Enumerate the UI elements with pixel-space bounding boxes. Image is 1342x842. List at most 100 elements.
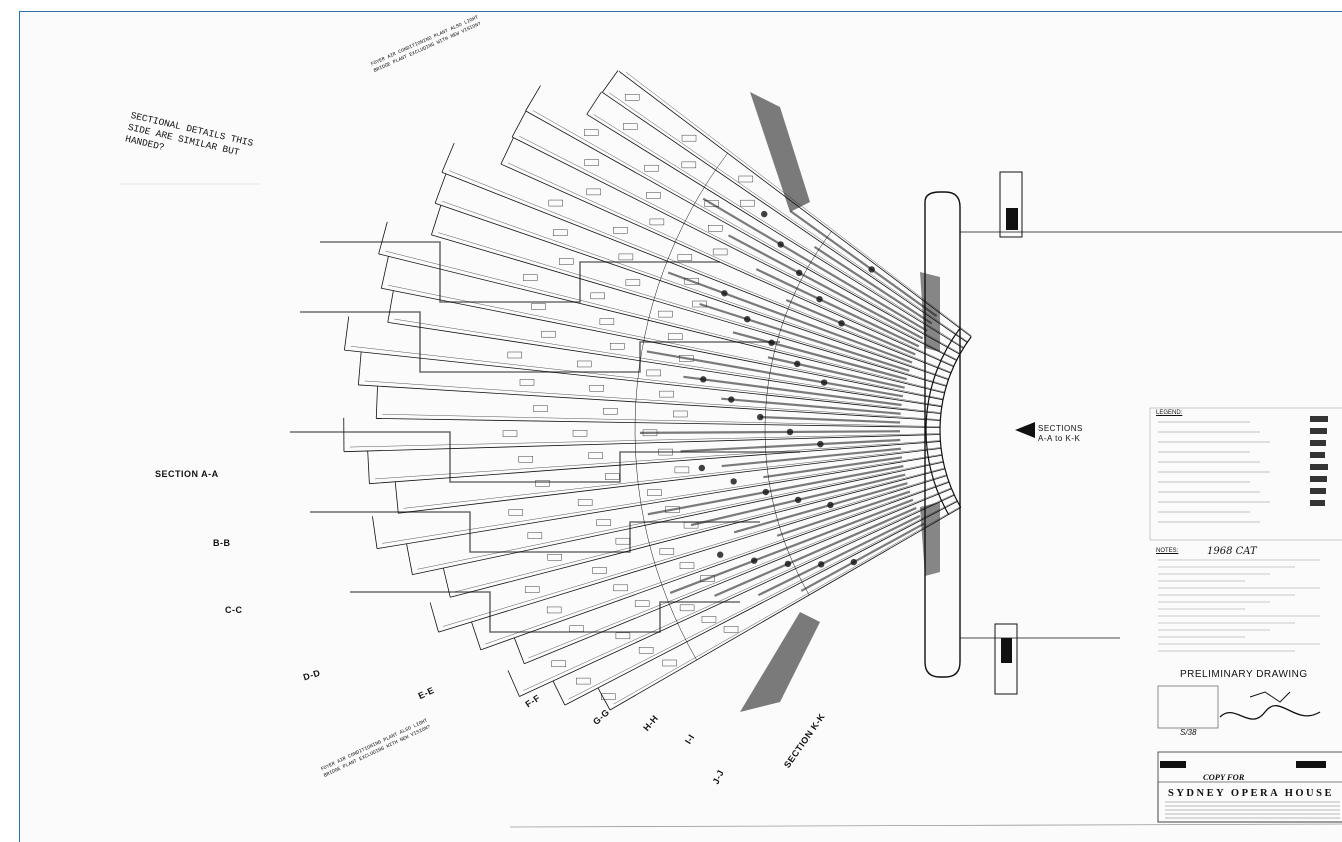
room-tag-box bbox=[541, 331, 555, 337]
duct-fitting bbox=[795, 497, 801, 503]
room-tag-box bbox=[597, 520, 611, 526]
radial-strip-line bbox=[369, 441, 940, 483]
room-tag-box bbox=[549, 200, 563, 206]
room-tag-box bbox=[647, 370, 661, 376]
dark-duct-band bbox=[740, 612, 820, 712]
radial-strip-line-inner bbox=[382, 454, 942, 543]
room-tag-box bbox=[533, 406, 547, 412]
radial-strip-line-inner bbox=[417, 461, 943, 569]
room-tag-box bbox=[509, 509, 523, 515]
strip-end-cap bbox=[430, 602, 438, 632]
copy-for-label: COPY FOR bbox=[1203, 772, 1244, 782]
room-tag-box bbox=[508, 352, 522, 358]
strip-end-cap bbox=[388, 291, 394, 323]
strip-end-cap bbox=[435, 174, 446, 203]
room-tag-box bbox=[519, 456, 533, 462]
strip-end-cap bbox=[443, 568, 450, 597]
duct-fitting bbox=[821, 379, 827, 385]
duct-fitting bbox=[869, 266, 875, 272]
room-tag-box bbox=[589, 453, 603, 459]
strip-end-cap bbox=[379, 222, 388, 254]
room-tag-box bbox=[573, 430, 587, 436]
sections-arrow-line2: A-A to K-K bbox=[1038, 434, 1083, 444]
radial-strip-line bbox=[398, 448, 941, 513]
legend-box bbox=[1150, 408, 1342, 540]
room-tag-box bbox=[668, 334, 682, 340]
scan-edge-line bbox=[510, 824, 1342, 827]
room-tag-box bbox=[660, 548, 674, 554]
legend-title: LEGEND: bbox=[1156, 410, 1182, 416]
sections-arrow-label: SECTIONS A-A to K-K bbox=[1038, 424, 1083, 444]
strip-end-cap bbox=[501, 138, 514, 164]
room-tag-box bbox=[587, 189, 601, 195]
room-tag-box bbox=[593, 567, 607, 573]
room-tag-box bbox=[739, 176, 753, 182]
radial-strip-line-inner bbox=[350, 434, 940, 447]
redaction-bar bbox=[1160, 761, 1186, 768]
room-tag-box bbox=[740, 200, 754, 206]
duct-fitting bbox=[816, 296, 822, 302]
duct-fitting bbox=[763, 489, 769, 495]
duct-run bbox=[640, 431, 900, 433]
duct-fitting bbox=[751, 557, 757, 563]
duct-fitting bbox=[757, 414, 763, 420]
sections-arrow-line1: SECTIONS bbox=[1038, 424, 1083, 434]
radial-strip-line-inner bbox=[508, 163, 954, 366]
radial-strip-line-inner bbox=[438, 233, 946, 386]
room-tag-box bbox=[503, 431, 517, 437]
sheet-ref: S/38 bbox=[1180, 728, 1196, 737]
legend-swatch bbox=[1310, 452, 1325, 458]
duct-fitting bbox=[851, 559, 857, 565]
room-tag-box bbox=[523, 275, 537, 281]
project-title: SYDNEY OPERA HOUSE bbox=[1168, 788, 1334, 799]
strip-end-cap bbox=[512, 111, 526, 137]
room-tag-box bbox=[675, 467, 689, 473]
room-tag-box bbox=[520, 379, 534, 385]
room-tag-box bbox=[548, 554, 562, 560]
section-label-c: C-C bbox=[225, 605, 243, 615]
room-tag-box bbox=[616, 538, 630, 544]
room-tag-box bbox=[645, 165, 659, 171]
duct-fitting bbox=[717, 552, 723, 558]
room-tag-box bbox=[576, 678, 590, 684]
radial-strip-line bbox=[565, 501, 958, 705]
duct-fitting bbox=[838, 320, 844, 326]
radial-strip-line bbox=[512, 137, 956, 360]
notes-handwritten: 1968 CAT bbox=[1207, 546, 1257, 557]
air-duct bbox=[350, 592, 740, 632]
room-tag-box bbox=[528, 533, 542, 539]
radial-strip-line-inner bbox=[386, 251, 945, 392]
room-tag-box bbox=[682, 162, 696, 168]
room-tag-box bbox=[626, 280, 640, 286]
room-tag-box bbox=[547, 607, 561, 613]
signature-scribble bbox=[1220, 706, 1320, 719]
legend-swatch bbox=[1310, 428, 1327, 434]
strip-end-cap bbox=[344, 316, 348, 350]
room-tag-box bbox=[673, 411, 687, 417]
room-tag-box bbox=[603, 408, 617, 414]
signature-scribble bbox=[1250, 692, 1290, 702]
strip-end-cap bbox=[472, 622, 481, 650]
strip-end-cap bbox=[514, 638, 524, 664]
duct-fitting bbox=[796, 270, 802, 276]
room-tag-box bbox=[658, 311, 672, 317]
room-tag-box bbox=[584, 130, 598, 136]
room-tag-box bbox=[678, 254, 692, 260]
radial-strip-line-inner bbox=[519, 136, 957, 359]
radial-strip-line-inner bbox=[523, 494, 954, 690]
section-label-b: B-B bbox=[213, 538, 231, 548]
dark-duct-band bbox=[920, 502, 940, 576]
room-tag-box bbox=[708, 225, 722, 231]
room-tag-box bbox=[591, 293, 605, 299]
strip-end-cap bbox=[395, 482, 398, 513]
radial-strip-line-inner bbox=[375, 441, 940, 479]
duct-fitting bbox=[728, 396, 734, 402]
drawing-frame: SECTIONAL DETAILS THIS SIDE ARE SIMILAR … bbox=[19, 11, 1342, 842]
room-tag-box bbox=[682, 135, 696, 141]
room-tag-box bbox=[605, 474, 619, 480]
room-tag-box bbox=[660, 391, 674, 397]
room-tag-box bbox=[525, 587, 539, 593]
room-tag-box bbox=[680, 605, 694, 611]
room-tag-box bbox=[570, 626, 584, 632]
strip-end-cap bbox=[407, 544, 413, 575]
